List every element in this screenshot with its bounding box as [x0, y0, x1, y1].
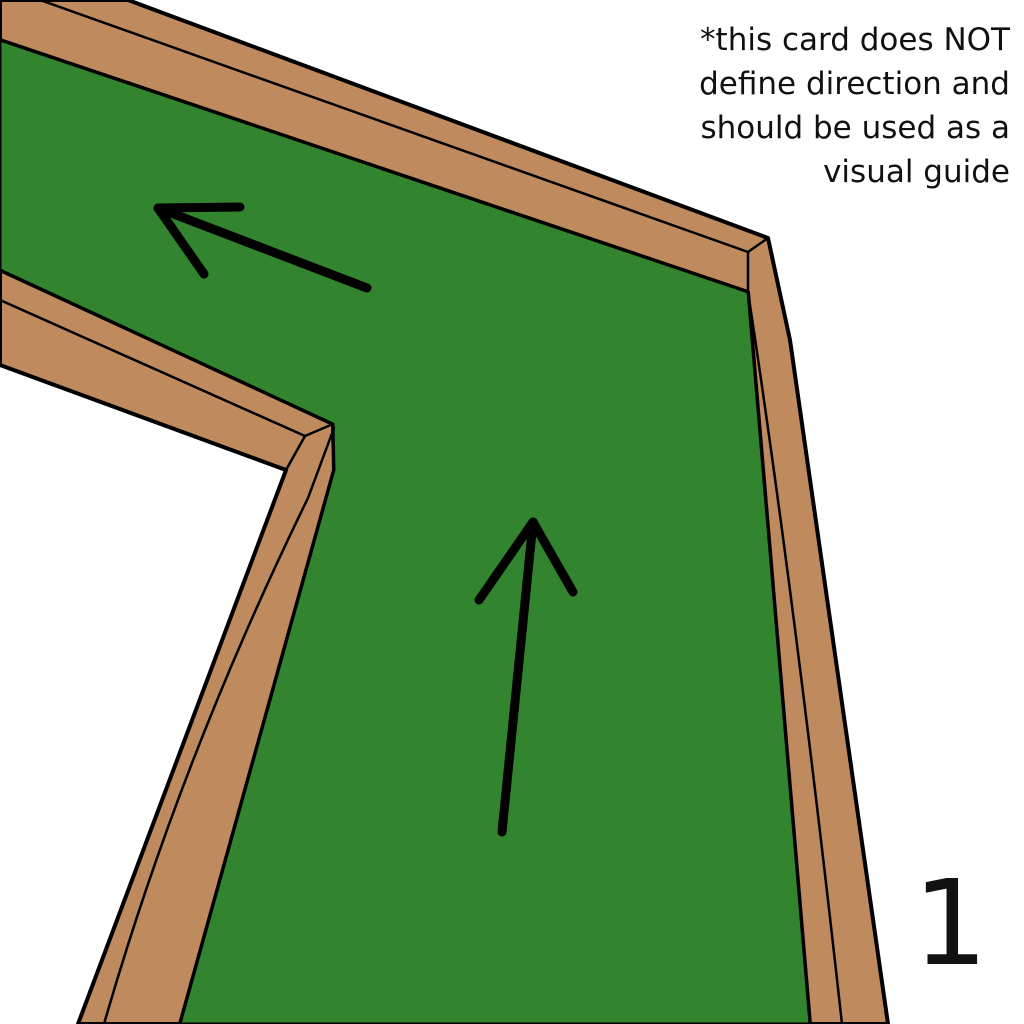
disclaimer-line: visual guide	[823, 154, 1010, 190]
disclaimer-line: define direction and	[699, 66, 1010, 102]
felt-path	[0, 38, 812, 1024]
arrow-up-icon	[474, 517, 578, 837]
disclaimer-line: *this card does NOT	[700, 22, 1010, 58]
rail-detail-lines	[0, 0, 844, 1024]
disclaimer-text: *this card does NOT define direction and…	[590, 18, 1010, 194]
card-number: 1	[912, 854, 988, 992]
disclaimer-line: should be used as a	[700, 110, 1010, 146]
arrow-left-icon	[153, 202, 372, 293]
